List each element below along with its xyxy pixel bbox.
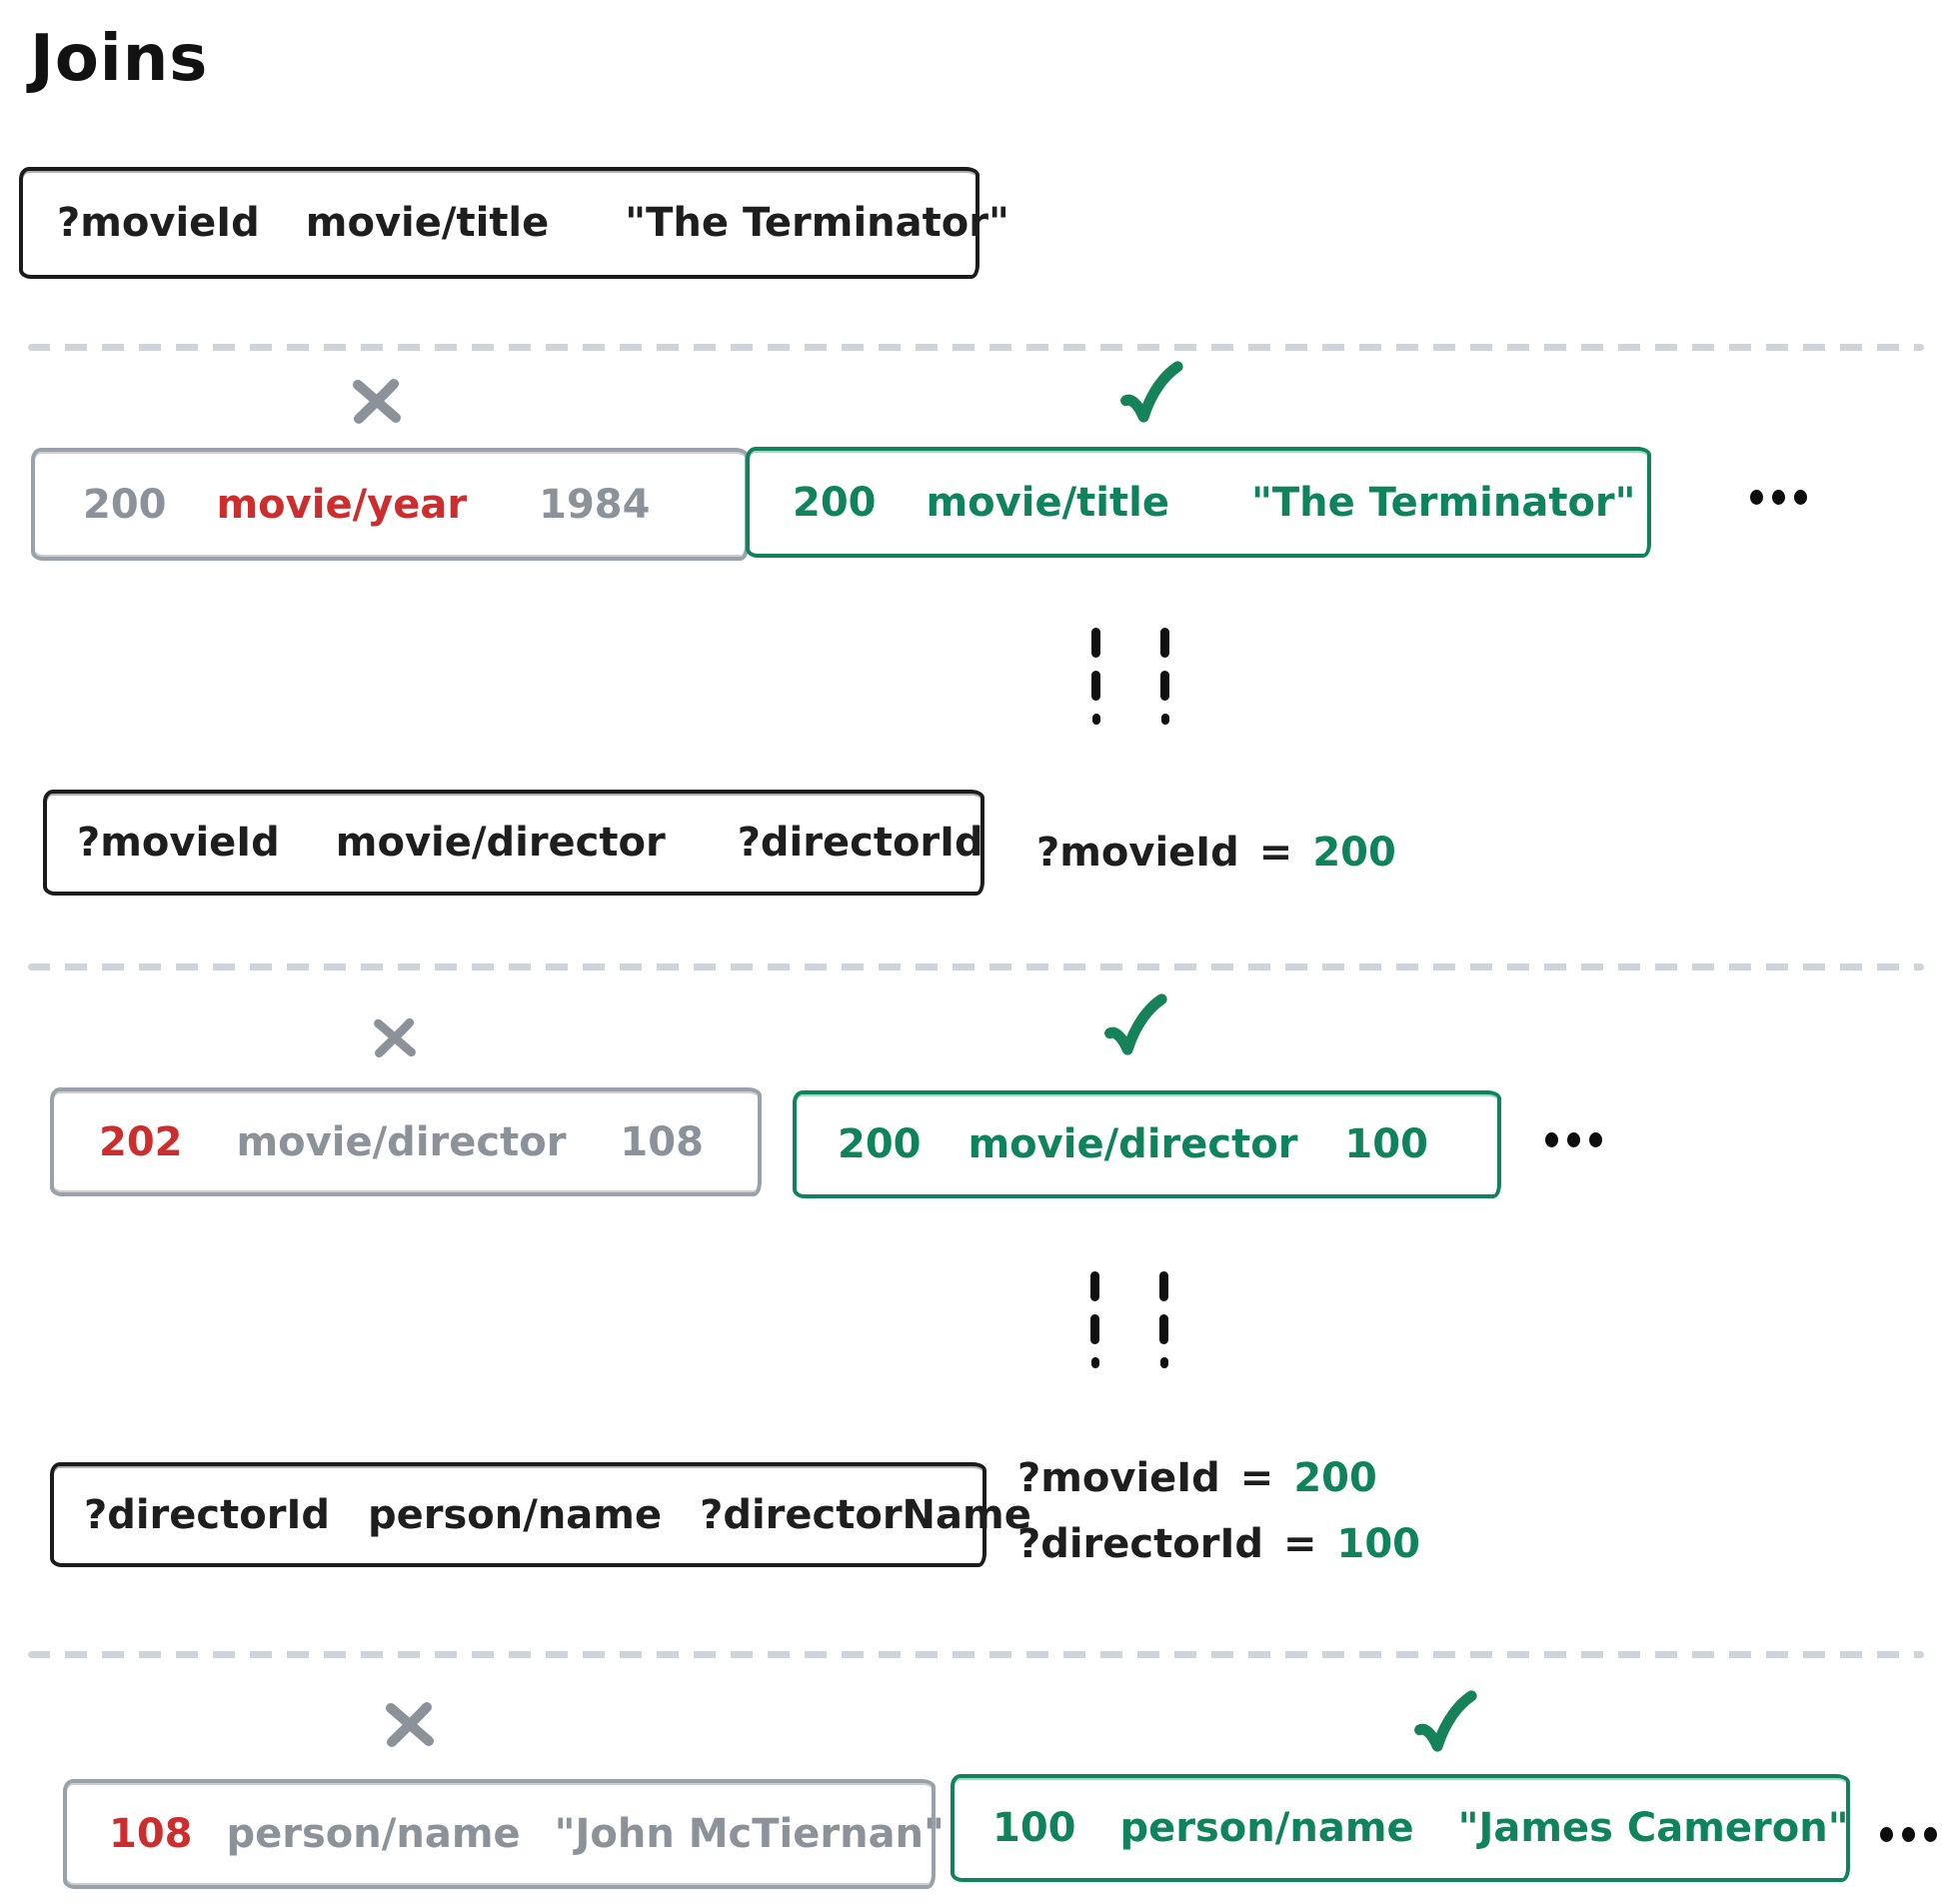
page-title: Joins [30,22,209,96]
triple-predicate: movie/title [305,200,550,246]
accepted-triple-box: 100 person/name "James Cameron" [951,1774,1850,1882]
section-divider [28,1651,1924,1658]
ellipsis-icon [1750,490,1807,505]
rejected-triple-box: 202 movie/director 108 [50,1087,762,1196]
ellipsis-icon [1880,1827,1937,1842]
binding-value: 200 [1293,1455,1377,1501]
triple-predicate: person/name [1119,1805,1414,1851]
triple-subject: ?movieId [57,200,260,246]
triple-object: 100 [1344,1121,1428,1167]
triple-predicate: person/name [226,1811,521,1857]
triple-subject: 200 [793,479,877,526]
vertical-dashes-icon [1091,628,1169,725]
triple-object: ?directorName [700,1491,1031,1538]
x-icon [350,378,404,424]
rejected-triple-box: 108 person/name "John McTiernan" [63,1779,945,1889]
triple-object: 108 [620,1118,704,1165]
binding-variable: ?directorId [1017,1521,1263,1567]
triple-predicate-mismatch: movie/year [216,481,468,528]
pattern-box-2: ?movieId movie/director ?directorId [43,790,984,896]
triple-predicate: movie/director [236,1118,567,1165]
triple-subject-mismatch: 108 [109,1811,193,1857]
check-icon [1099,992,1169,1060]
accepted-triple-box: 200 movie/director 100 [793,1090,1501,1198]
triple-object: ?directorId [737,820,983,866]
binding-equals: = [1239,1455,1274,1501]
triple-object: 1984 [539,481,651,528]
triple-subject: ?directorId [84,1491,330,1538]
triple-subject: 200 [838,1121,922,1167]
triple-object: "John McTiernan" [554,1811,945,1857]
triple-object: "The Terminator" [1250,479,1636,526]
x-icon [371,1017,419,1057]
triple-predicate: movie/title [926,479,1169,526]
triple-subject-mismatch: 202 [99,1118,183,1165]
section-divider [28,344,1924,351]
binding-value: 100 [1336,1521,1420,1567]
triple-predicate: movie/director [335,820,666,866]
check-icon [1409,1689,1479,1757]
triple-predicate: movie/director [968,1121,1298,1167]
variable-binding: ?directorId = 100 [1017,1521,1420,1567]
rejected-triple-box: 200 movie/year 1984 [31,448,749,561]
variable-binding: ?movieId = 200 [1036,830,1396,876]
binding-variable: ?movieId [1017,1455,1220,1501]
x-icon [383,1701,437,1747]
variable-binding: ?movieId = 200 [1017,1455,1377,1501]
triple-subject: 200 [83,481,167,528]
binding-equals: = [1282,1521,1317,1567]
section-divider [28,963,1924,970]
binding-equals: = [1258,830,1293,876]
pattern-box-3: ?directorId person/name ?directorName [50,1462,1031,1567]
triple-subject: 100 [992,1805,1076,1851]
triple-predicate: person/name [367,1491,663,1538]
pattern-box-1: ?movieId movie/title "The Terminator" [19,167,1009,279]
accepted-triple-box: 200 movie/title "The Terminator" [746,447,1651,558]
triple-object: "James Cameron" [1457,1805,1849,1851]
triple-object: "The Terminator" [625,200,1009,246]
binding-variable: ?movieId [1036,830,1239,876]
ellipsis-icon [1545,1132,1602,1147]
vertical-dashes-icon [1090,1271,1168,1368]
check-icon [1115,360,1185,428]
triple-subject: ?movieId [77,820,280,866]
binding-value: 200 [1312,830,1396,876]
